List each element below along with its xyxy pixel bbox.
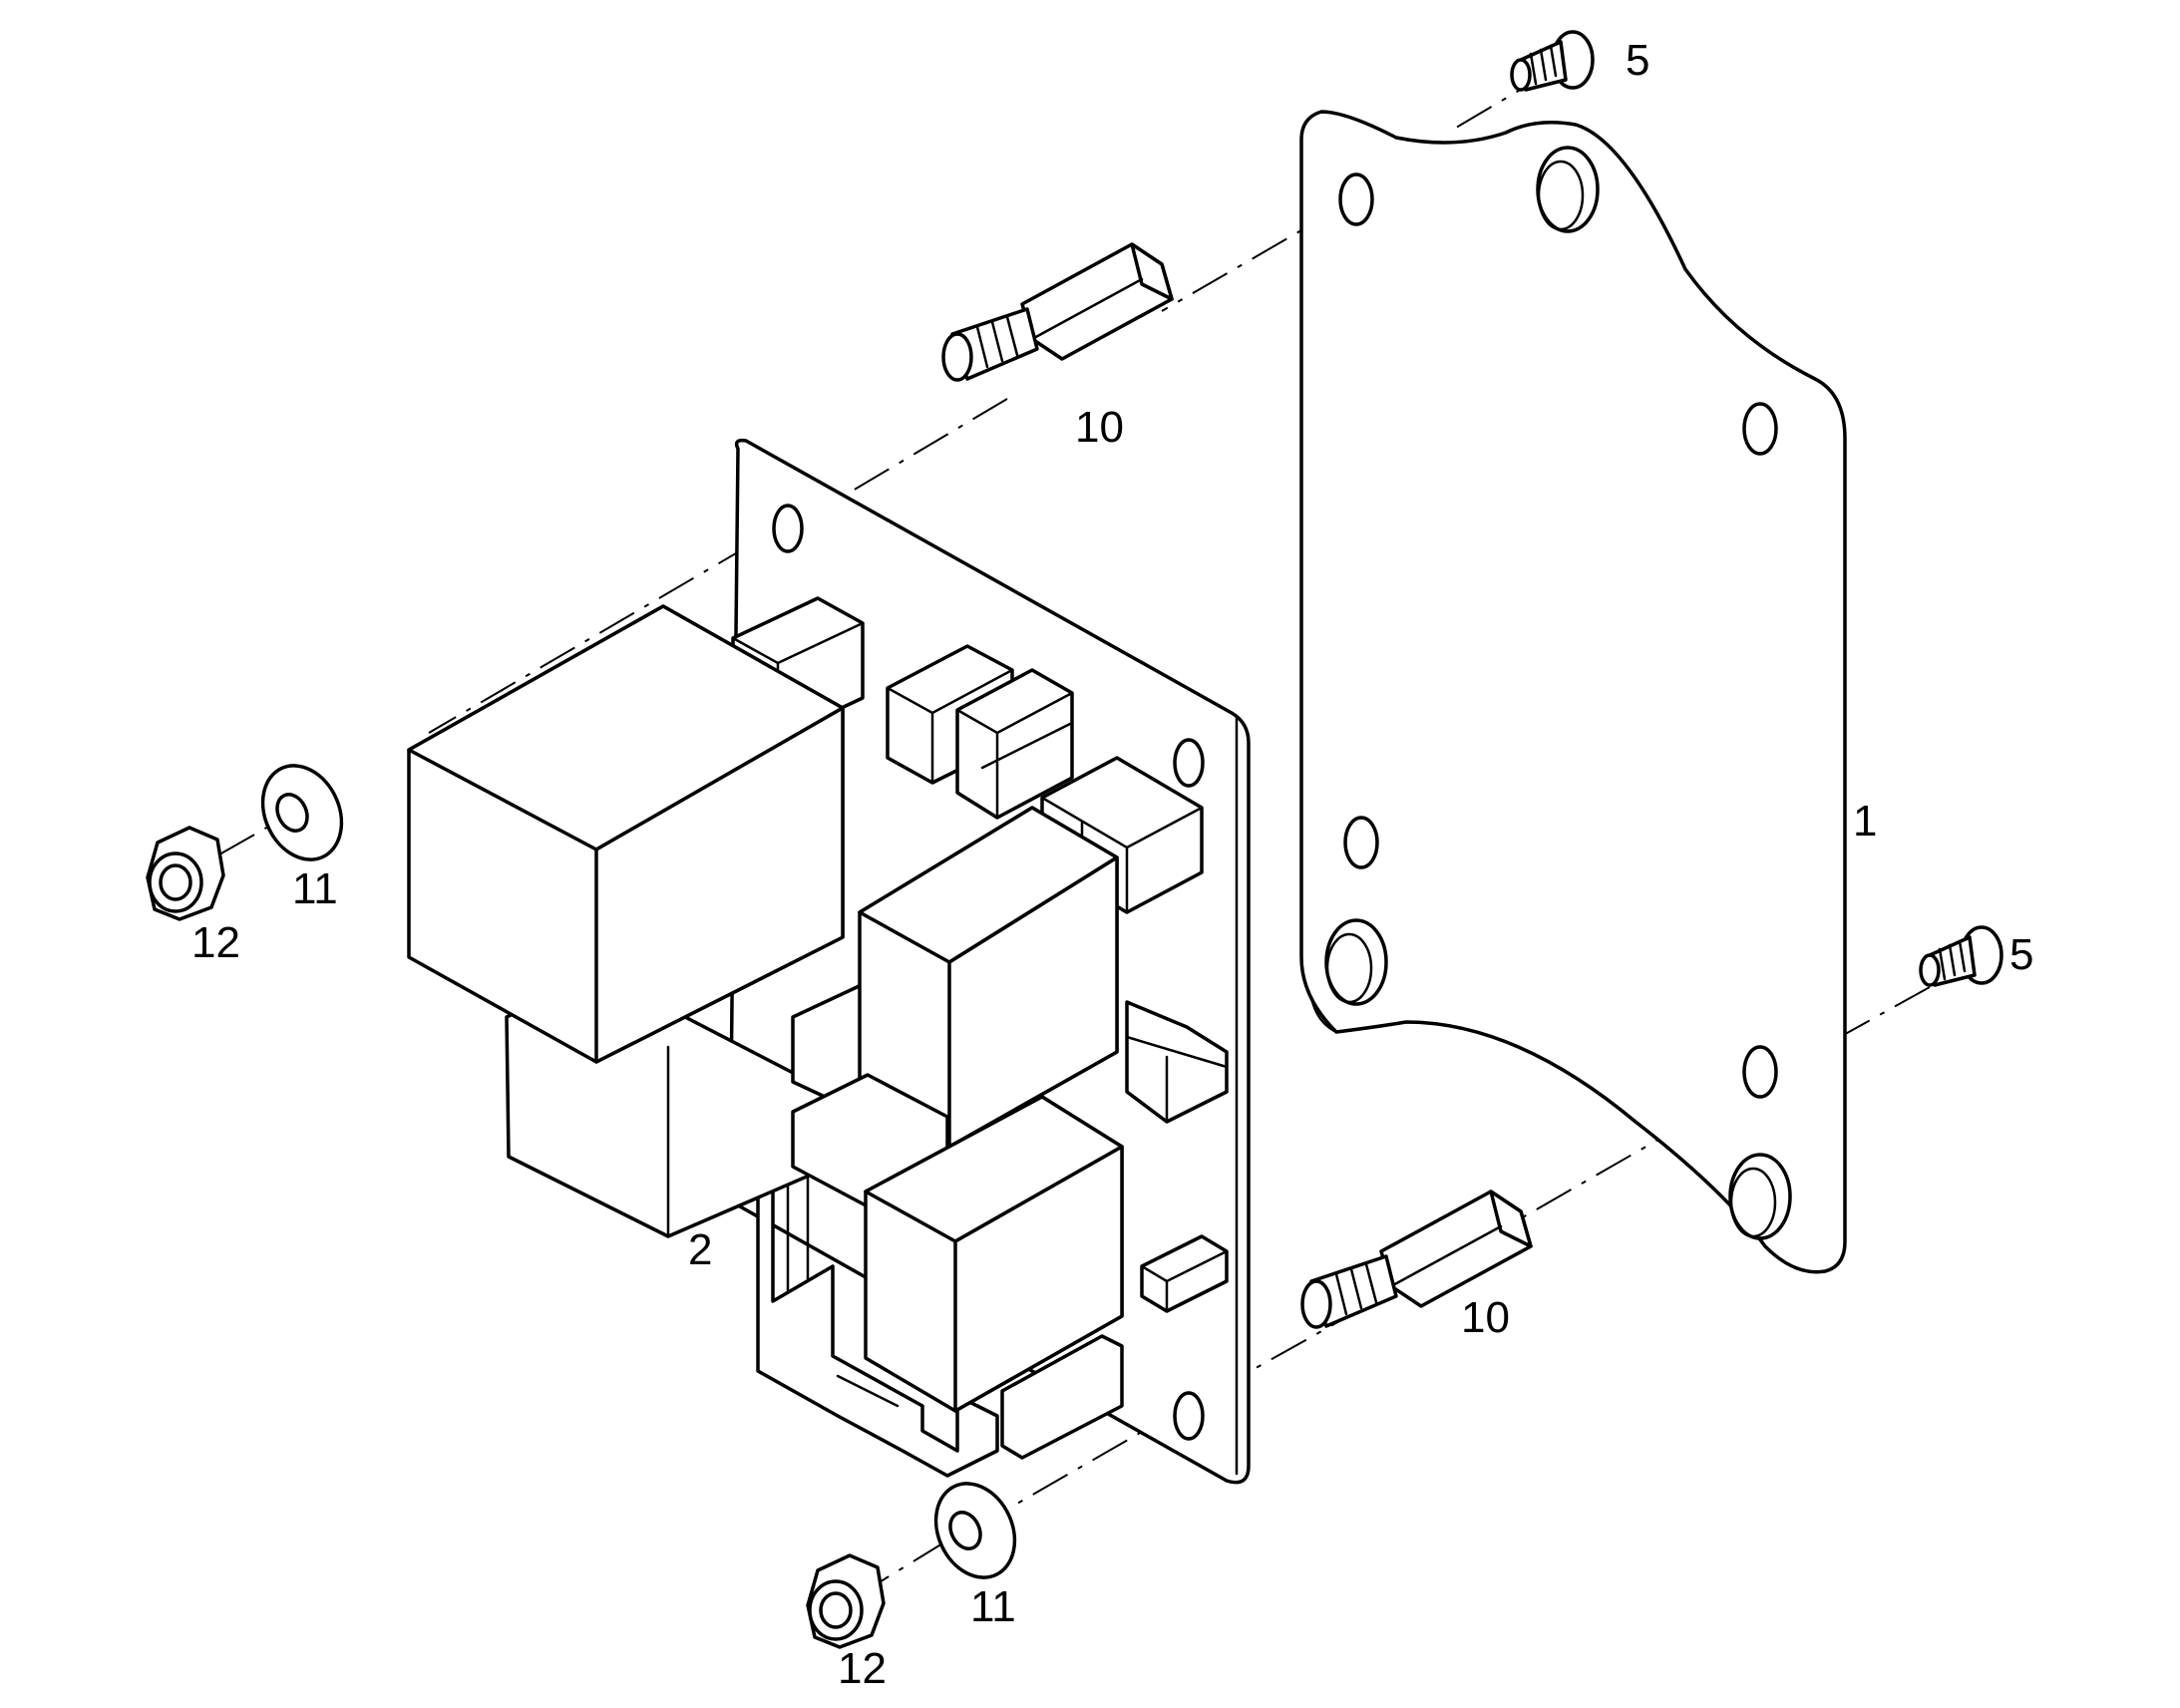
callout-part-2: 2: [688, 1225, 712, 1274]
spacer-threads-top: [975, 315, 1019, 369]
plate-hole-large-top: [1536, 146, 1600, 233]
washer-left: [260, 764, 344, 861]
spacer-threads-bottom: [1334, 1262, 1378, 1316]
hex-nut-bottom-bore: [819, 1591, 853, 1629]
callout-part-10-top: 10: [1075, 403, 1124, 452]
plate-hole-large-bottom: [1728, 1153, 1792, 1240]
hex-nut-left: [146, 826, 225, 921]
hex-spacer-bottom: [1300, 1190, 1533, 1329]
plate-hole-large-left-depth: [1325, 932, 1373, 1004]
fuse-block-right-2-edges: [1125, 1035, 1229, 1124]
plate-edge-bottom: [1309, 995, 1338, 1034]
fuse-block-rear-2-edges: [886, 668, 1014, 785]
hex-nut-left-bore: [159, 863, 192, 901]
washer-bottom-inner: [948, 1511, 982, 1550]
callout-part-10-bottom: 10: [1461, 1293, 1510, 1342]
screw-thread-right: [1938, 939, 1967, 981]
callout-labels: 1 2 5 5 10 10 11 11 12 12: [191, 36, 2033, 1693]
washer-left-inner: [275, 793, 309, 833]
lower-relay-base: [1000, 1334, 1124, 1460]
board-hole-bottom-right: [1173, 1391, 1205, 1441]
relay-board-assembly: [407, 438, 1251, 1485]
callout-part-11-left: 11: [292, 864, 338, 913]
spacer-thread-tip-bottom: [1300, 1279, 1332, 1329]
hex-nut-bottom: [806, 1553, 886, 1649]
middle-relay-front-face: [947, 855, 1119, 1149]
fuse-block-right-2: [1125, 1000, 1229, 1124]
washer-bottom: [933, 1482, 1017, 1579]
connector-frame-details: [786, 1170, 900, 1408]
plate-hole-upper-right: [1742, 402, 1778, 456]
plate-hole-large-top-depth: [1537, 160, 1585, 231]
axis-washer-nut-bottom: [877, 1539, 948, 1584]
plate-hole-large-bottom-depth: [1729, 1167, 1777, 1238]
axis-bottom-plate-to-spacer: [1520, 1086, 1751, 1219]
plate-hole-mid-left: [1343, 816, 1379, 869]
board-hole-top-right: [1173, 738, 1205, 788]
callout-part-5-right: 5: [2009, 930, 2033, 979]
axis-spacer-to-board: [847, 398, 1008, 495]
spacer-facets-bottom: [1389, 1224, 1533, 1308]
plate-edge-thickness: [1823, 437, 1847, 1273]
screw-top: [1510, 30, 1595, 92]
plate-hole-lower-right: [1742, 1045, 1778, 1099]
callout-part-11-bottom: 11: [970, 1582, 1016, 1631]
large-relay-front-face: [594, 706, 845, 1064]
screw-right: [1919, 925, 2003, 987]
callout-part-12-bottom: 12: [838, 1644, 887, 1693]
callout-part-5-top: 5: [1626, 36, 1649, 85]
spacer-thread-tip-top: [941, 332, 973, 382]
spacer-facets-top: [1030, 277, 1174, 361]
lower-relay-front-face: [953, 1145, 1124, 1413]
connector-frame: [756, 1160, 999, 1478]
fuse-block-mid-1-edges: [955, 691, 1074, 820]
fuse-block-right-3-edges: [1140, 1249, 1229, 1313]
hex-spacer-top: [941, 242, 1174, 382]
axis-board-hole-top: [428, 542, 754, 734]
mounting-plate: [1299, 110, 1847, 1274]
screw-thread-top: [1529, 44, 1558, 86]
callout-part-1: 1: [1853, 797, 1877, 846]
screw-tip-right: [1919, 953, 1941, 987]
plate-hole-large-left: [1324, 918, 1388, 1006]
callout-part-12-left: 12: [191, 918, 240, 967]
screw-tip-top: [1510, 58, 1532, 92]
board-hole-top-left: [772, 504, 804, 553]
axis-right-screw: [1839, 986, 1931, 1038]
plate-hole-top-left: [1338, 172, 1374, 226]
